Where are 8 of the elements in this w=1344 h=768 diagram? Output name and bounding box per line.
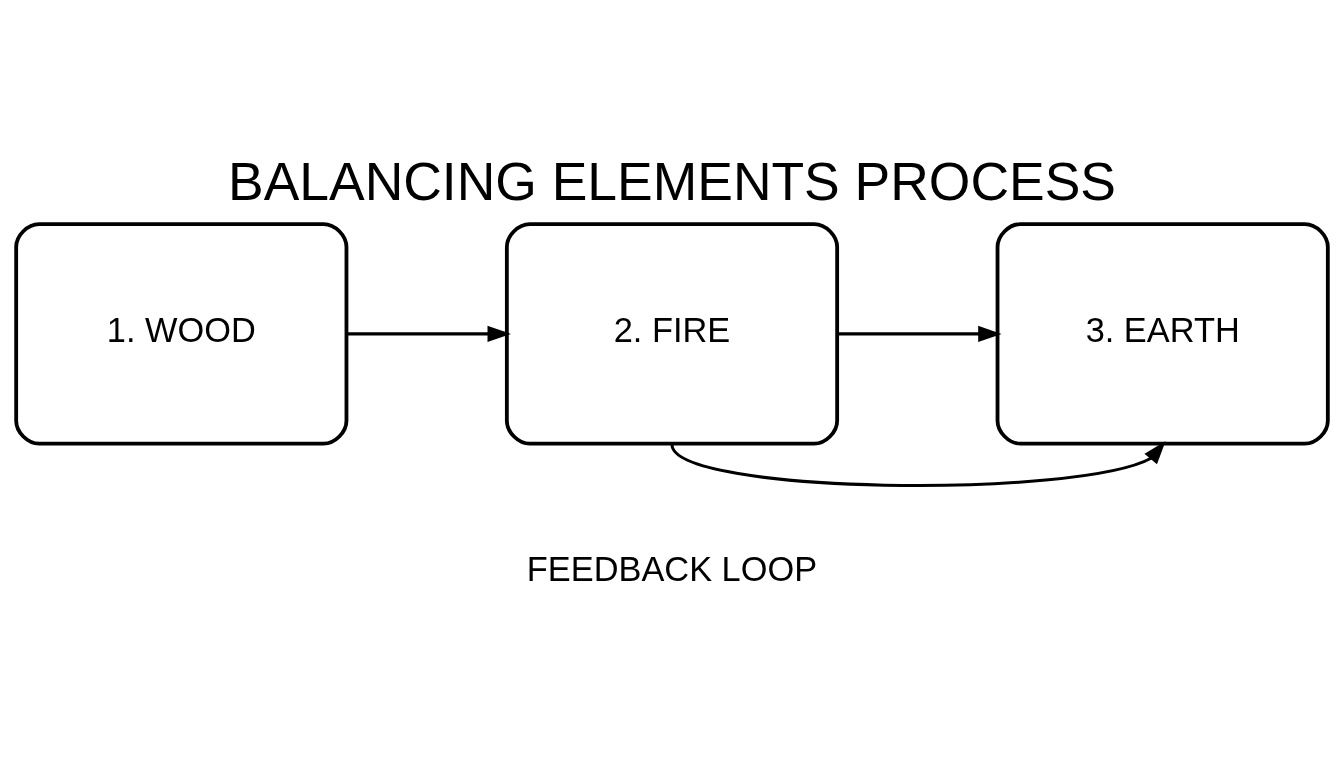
arrow (670, 441, 1166, 487)
node-box: 1. WOOD (14, 222, 349, 446)
arrow (837, 325, 1002, 343)
diagram-title: BALANCING ELEMENTS PROCESS (228, 152, 1116, 212)
node-box: 2. FIRE (504, 222, 840, 446)
label: FEEDBACK LOOP (526, 549, 818, 588)
arrow (346, 325, 511, 343)
node-box: 3. EARTH (995, 222, 1330, 446)
